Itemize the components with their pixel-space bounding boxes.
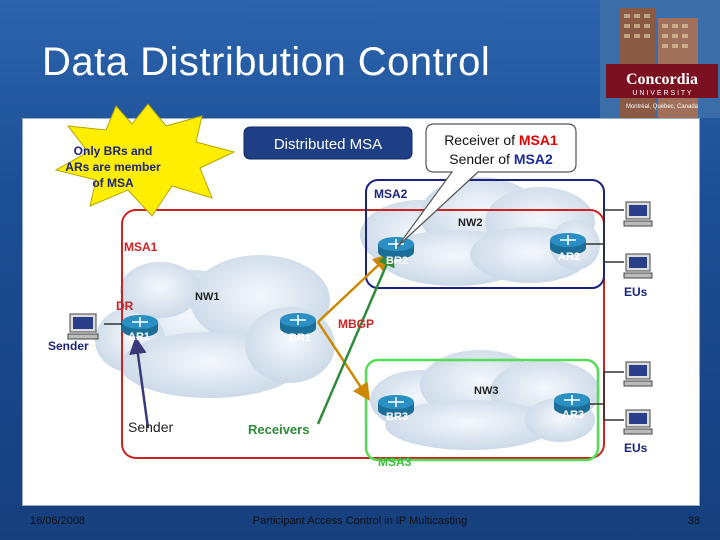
receivers-label: Receivers xyxy=(248,422,309,437)
footer-page-number: 38 xyxy=(687,515,700,527)
router-ar1[interactable] xyxy=(122,315,158,337)
msa2-label: MSA2 xyxy=(374,187,408,201)
msa1-label: MSA1 xyxy=(124,240,158,254)
star-callout-line1: Only BRs and xyxy=(74,144,153,158)
eus-top-label: EUs xyxy=(624,285,648,299)
router-br2-label: BR2 xyxy=(386,255,408,267)
router-ar3[interactable] xyxy=(554,393,590,415)
bus-eus-bottom xyxy=(588,371,624,421)
distributed-msa-box xyxy=(243,126,413,160)
network-nw3-label: NW3 xyxy=(474,385,498,397)
dr-label: DR xyxy=(116,299,134,313)
msa3-boundary xyxy=(364,358,600,462)
sender-arrow-label: Sender xyxy=(128,419,173,435)
computer-sender-icon[interactable] xyxy=(67,313,99,340)
mbgp-label: MBGP xyxy=(338,317,374,331)
cloud-nw2 xyxy=(360,177,600,286)
footer-title: Participant Access Control in IP Multica… xyxy=(252,515,468,527)
msa1-boundary xyxy=(121,209,605,459)
router-br1-label: BR1 xyxy=(289,332,311,344)
router-ar3-label: AR3 xyxy=(562,409,584,421)
university-logo: Concordia U N I V E R S I T Y Montréal, … xyxy=(600,0,720,118)
mbgp-arrow-to-br2 xyxy=(317,253,391,323)
msa3-label: MSA3 xyxy=(378,455,412,469)
sender-of-line: Sender of MSA2 xyxy=(449,151,553,167)
router-ar2-label: AR2 xyxy=(558,251,580,263)
logo-banner xyxy=(606,64,718,98)
router-br3[interactable] xyxy=(378,395,414,417)
star-callout-line2: ARs are member xyxy=(65,160,161,174)
network-nw2-label: NW2 xyxy=(458,217,482,229)
receivers-arrow xyxy=(316,248,395,425)
eus-bottom-label: EUs xyxy=(624,441,648,455)
router-ar2[interactable] xyxy=(550,233,586,255)
router-br1[interactable] xyxy=(280,313,316,335)
receiver-sender-bubble xyxy=(397,123,577,247)
computer-eu-bottom-2-icon[interactable] xyxy=(623,409,653,435)
router-br2[interactable] xyxy=(378,237,414,259)
logo-wordmark: Concordia xyxy=(626,71,698,88)
sender-arrow xyxy=(129,336,150,429)
slide-title: Data Distribution Control xyxy=(42,40,491,84)
router-br3-label: BR3 xyxy=(386,411,408,423)
footer-date: 16/06/2008 xyxy=(30,515,86,527)
computer-eu-bottom-1-icon[interactable] xyxy=(623,361,653,387)
logo-subtitle: U N I V E R S I T Y xyxy=(632,90,691,97)
receiver-of-line: Receiver of MSA1 xyxy=(444,132,558,148)
bus-eus-top xyxy=(584,209,624,263)
distributed-msa-label: Distributed MSA xyxy=(274,136,382,153)
router-ar1-label: AR1 xyxy=(128,331,150,343)
star-callout-line3: of MSA xyxy=(92,176,134,190)
network-nw1-label: NW1 xyxy=(195,291,219,303)
computer-eu-top-1-icon[interactable] xyxy=(623,201,653,227)
star-callout xyxy=(54,103,236,217)
sender-host-label: Sender xyxy=(48,339,89,353)
logo-tagline: Montréal, Québec, Canada xyxy=(626,104,699,110)
mbgp-arrow-to-br3 xyxy=(316,321,370,401)
computer-eu-top-2-icon[interactable] xyxy=(623,253,653,279)
